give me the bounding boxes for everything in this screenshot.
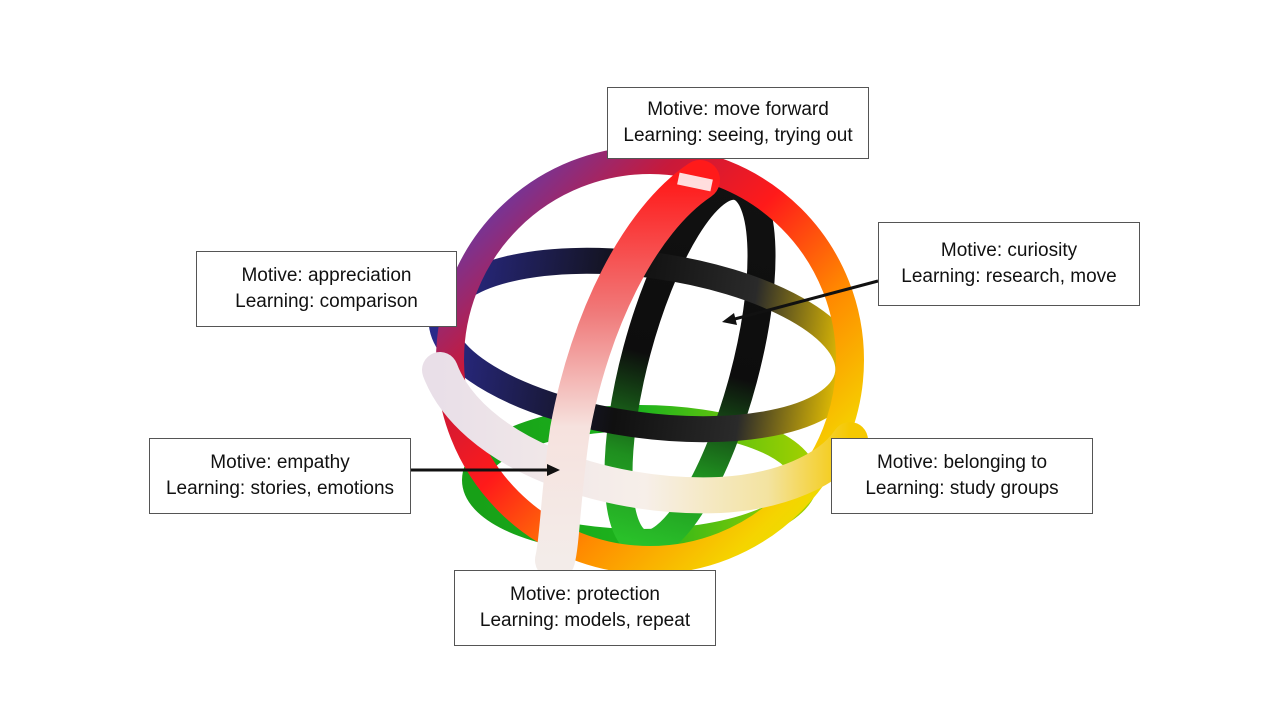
- motive-text: Motive: appreciation: [241, 265, 412, 286]
- label-protection: Motive: protection Learning: models, rep…: [454, 570, 716, 646]
- motive-text: Motive: empathy: [210, 452, 350, 473]
- label-move-forward: Motive: move forward Learning: seeing, t…: [607, 87, 869, 159]
- front-red-meridian: [535, 160, 720, 580]
- motive-text: Motive: move forward: [647, 99, 829, 120]
- arrow-curiosity-head: [722, 313, 737, 325]
- label-appreciation: Motive: appreciation Learning: compariso…: [196, 251, 457, 327]
- label-curiosity: Motive: curiosity Learning: research, mo…: [878, 222, 1140, 306]
- front-white-band: [422, 352, 868, 514]
- arrow-curiosity: [730, 279, 879, 322]
- motive-text: Motive: belonging to: [876, 452, 1048, 473]
- motive-text: Motive: curiosity: [940, 240, 1078, 261]
- label-belonging: Motive: belonging to Learning: study gro…: [831, 438, 1093, 514]
- learning-text: Learning: comparison: [235, 291, 418, 312]
- learning-text: Learning: stories, emotions: [165, 478, 395, 499]
- top-highlight: [677, 172, 713, 192]
- motive-text: Motive: protection: [510, 584, 660, 605]
- label-empathy: Motive: empathy Learning: stories, emoti…: [149, 438, 411, 514]
- learning-text: Learning: study groups: [865, 478, 1059, 499]
- learning-text: Learning: research, move: [901, 266, 1117, 287]
- learning-text: Learning: seeing, trying out: [623, 125, 853, 146]
- learning-text: Learning: models, repeat: [479, 610, 691, 631]
- arrow-empathy-head: [547, 464, 560, 476]
